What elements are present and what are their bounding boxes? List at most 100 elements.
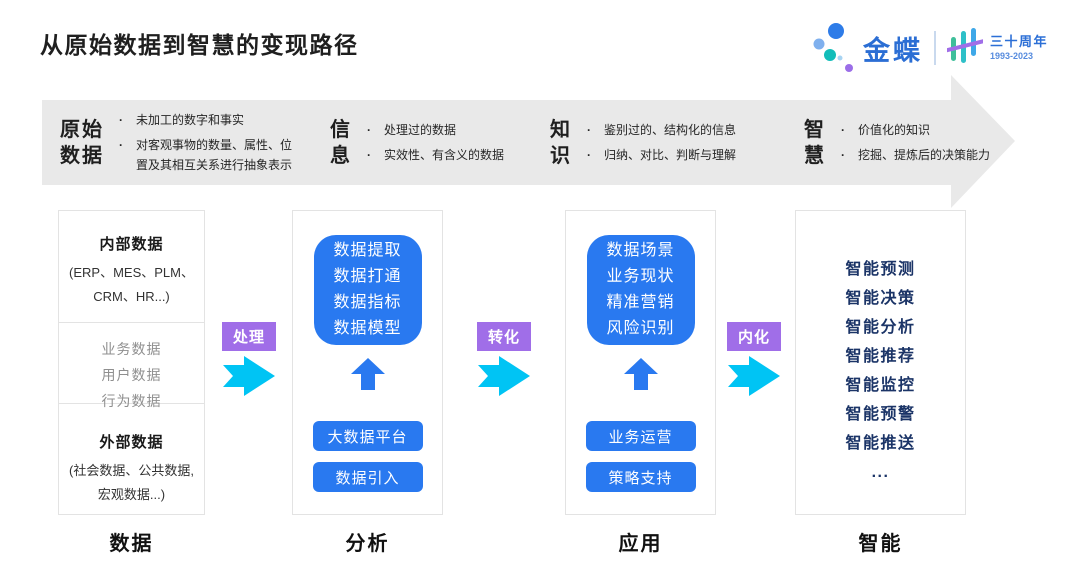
column-intelligence: 智能预测 智能决策 智能分析 智能推荐 智能监控 智能预警 智能推送 ... 智…	[795, 210, 966, 556]
anniversary-years: 1993-2023	[989, 50, 1034, 61]
section-line: (ERP、MES、PLM、	[69, 265, 194, 280]
data-item: 行为数据	[101, 393, 162, 409]
stage-points: 价值化的知识 挖掘、提炼后的决策能力	[841, 120, 1013, 165]
bullet-point: 归纳、对比、判断与理解	[587, 145, 765, 165]
internal-data-section: 内部数据 (ERP、MES、PLM、 CRM、HR...)	[59, 211, 204, 322]
right-arrow-icon	[223, 356, 275, 396]
data-ingestion-button: 数据引入	[312, 462, 423, 492]
anniversary-block: 三十周年 1993-2023	[990, 34, 1048, 62]
smart-capability: 智能预测	[845, 261, 916, 278]
bullet-point: 未加工的数字和事实	[119, 110, 301, 130]
stage-label: 智 慧	[804, 117, 826, 169]
brand-name: 金蝶	[862, 35, 923, 66]
connector-process: 处理	[222, 322, 276, 396]
stage-points: 未加工的数字和事实 对客观事物的数量、属性、位置及其相互关系进行抽象表示	[119, 110, 301, 175]
application-panel: 数据场景 业务现状 精准营销 风险识别	[586, 235, 695, 345]
stage-label-line: 息	[330, 144, 352, 167]
bullet-text: 未加工的数字和事实	[136, 113, 245, 127]
page-title: 从原始数据到智慧的变现路径	[40, 32, 359, 58]
application-buttons: 业务运营 策略支持	[585, 421, 696, 492]
kingdee-dots-icon	[813, 23, 853, 72]
intelligence-box: 智能预测 智能决策 智能分析 智能推荐 智能监控 智能预警 智能推送 ...	[795, 210, 966, 515]
up-arrow-icon	[623, 358, 658, 390]
column-footer-label: 应用	[618, 533, 663, 555]
anniversary-text: 三十周年	[989, 34, 1048, 50]
analysis-panel: 数据提取 数据打通 数据指标 数据模型	[313, 235, 422, 345]
section-line: 宏观数据...)	[97, 487, 166, 502]
banner-content: 原始 数据 未加工的数字和事实 对客观事物的数量、属性、位置及其相互关系进行抽象…	[42, 75, 1020, 208]
application-box: 数据场景 业务现状 精准营销 风险识别 业务运营 策略支持	[565, 210, 716, 515]
bullet-point: 实效性、有含义的数据	[367, 145, 527, 165]
column-data: 内部数据 (ERP、MES、PLM、 CRM、HR...) 业务数据 用户数据 …	[58, 210, 205, 556]
panel-line: 风险识别	[606, 320, 675, 337]
panel-line: 数据场景	[606, 242, 675, 259]
stage-label-line: 信	[330, 118, 352, 141]
bullet-text: 鉴别过的、结构化的信息	[604, 123, 737, 137]
stage-knowledge: 知 识 鉴别过的、结构化的信息 归纳、对比、判断与理解	[550, 100, 765, 185]
bullet-point: 挖掘、提炼后的决策能力	[841, 145, 1013, 165]
bullet-text: 价值化的知识	[858, 123, 931, 137]
analysis-buttons: 大数据平台 数据引入	[312, 421, 423, 492]
stage-points: 处理过的数据 实效性、有含义的数据	[367, 120, 527, 165]
stage-label-line: 知	[550, 118, 572, 141]
panel-line: 数据模型	[333, 320, 402, 337]
data-sources-box: 内部数据 (ERP、MES、PLM、 CRM、HR...) 业务数据 用户数据 …	[58, 210, 205, 515]
external-data-section: 外部数据 (社会数据、公共数据, 宏观数据...)	[59, 404, 204, 514]
business-operation-button: 业务运营	[585, 421, 696, 451]
smart-capability: 智能预警	[845, 406, 916, 423]
stage-information: 信 息 处理过的数据 实效性、有含义的数据	[330, 100, 527, 185]
kingdee-logo: 金蝶 三十周年 1993-2023	[811, 20, 1048, 76]
right-arrow-icon	[478, 356, 530, 396]
big-data-platform-button: 大数据平台	[312, 421, 423, 451]
column-footer-label: 数据	[109, 533, 154, 555]
panel-line: 数据指标	[333, 294, 402, 311]
panel-line: 业务现状	[606, 268, 675, 285]
bullet-point: 鉴别过的、结构化的信息	[587, 120, 765, 140]
stage-wisdom: 智 慧 价值化的知识 挖掘、提炼后的决策能力	[804, 100, 1013, 185]
stage-raw-data: 原始 数据 未加工的数字和事实 对客观事物的数量、属性、位置及其相互关系进行抽象…	[60, 100, 301, 185]
data-item: 业务数据	[101, 341, 162, 357]
stage-label-line: 识	[550, 144, 572, 167]
bullet-text: 归纳、对比、判断与理解	[604, 148, 737, 162]
thirty-anniversary-mark-icon	[946, 28, 983, 63]
connector-label: 转化	[477, 322, 531, 351]
data-item: 用户数据	[101, 367, 162, 383]
bullet-text: 实效性、有含义的数据	[384, 148, 505, 162]
smart-capability: 智能推送	[845, 435, 916, 452]
smart-capability: 智能分析	[845, 319, 916, 336]
stage-points: 鉴别过的、结构化的信息 归纳、对比、判断与理解	[587, 120, 765, 165]
panel-line: 数据打通	[333, 268, 402, 285]
stage-label-line: 慧	[804, 144, 826, 167]
smart-capability: 智能推荐	[845, 348, 916, 365]
stage-label-line: 原始	[60, 118, 104, 141]
bullet-point: 对客观事物的数量、属性、位置及其相互关系进行抽象表示	[119, 135, 301, 175]
analysis-box: 数据提取 数据打通 数据指标 数据模型 大数据平台 数据引入	[292, 210, 443, 515]
up-arrow-icon	[350, 358, 385, 390]
section-line: (社会数据、公共数据,	[69, 463, 194, 478]
bullet-text: 对客观事物的数量、属性、位置及其相互关系进行抽象表示	[136, 138, 293, 172]
bullet-text: 挖掘、提炼后的决策能力	[858, 148, 991, 162]
panel-line: 精准营销	[606, 294, 675, 311]
middle-data-section: 业务数据 用户数据 行为数据	[59, 322, 204, 409]
column-footer-label: 智能	[858, 533, 903, 555]
section-line: CRM、HR...)	[93, 289, 170, 304]
stage-label-line: 智	[804, 118, 826, 141]
smart-capability: 智能决策	[845, 290, 916, 307]
connector-label: 处理	[222, 322, 276, 351]
bullet-point: 价值化的知识	[841, 120, 1013, 140]
column-application: 数据场景 业务现状 精准营销 风险识别 业务运营 策略支持 应用	[565, 210, 716, 556]
logo-divider	[933, 31, 936, 65]
right-arrow-icon	[728, 356, 780, 396]
column-footer-label: 分析	[345, 533, 390, 555]
smart-capability: 智能监控	[845, 377, 916, 394]
connector-internalize: 内化	[727, 322, 781, 396]
stage-label: 知 识	[550, 117, 572, 169]
connector-transform: 转化	[477, 322, 531, 396]
connector-label: 内化	[727, 322, 781, 351]
stage-label-line: 数据	[60, 144, 104, 167]
strategy-support-button: 策略支持	[585, 462, 696, 492]
bullet-point: 处理过的数据	[367, 120, 527, 140]
panel-line: 数据提取	[333, 242, 402, 259]
section-title: 外部数据	[99, 434, 164, 451]
